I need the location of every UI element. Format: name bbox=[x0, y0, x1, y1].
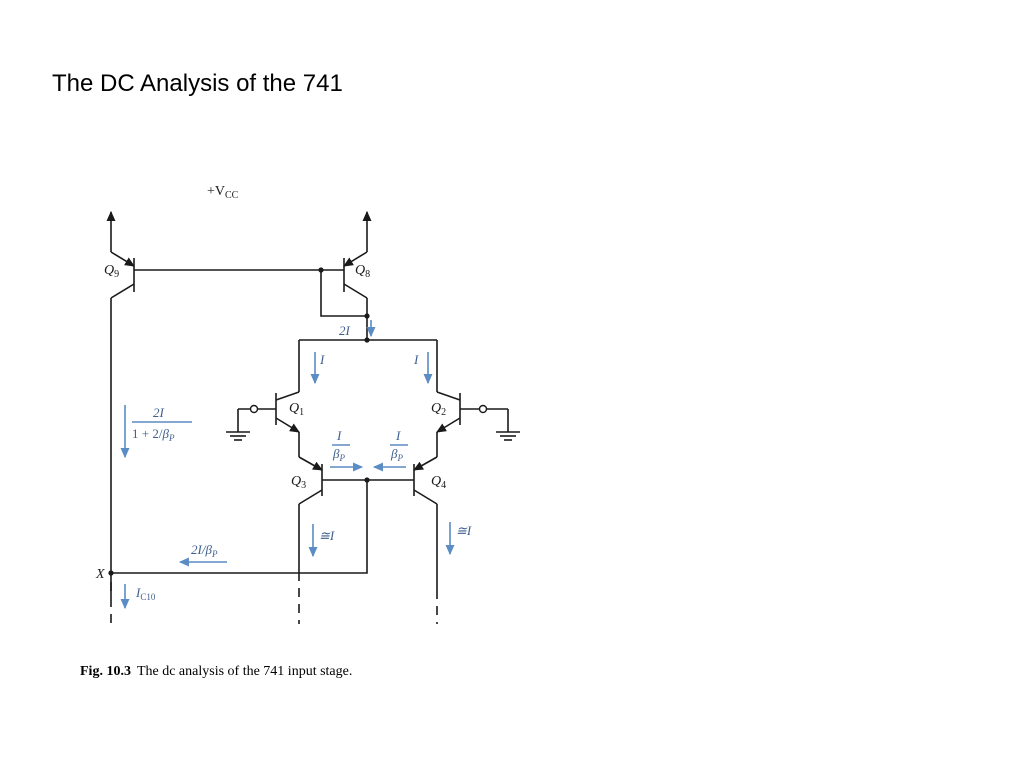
mirror-base-connection bbox=[134, 267, 370, 319]
node-x-label: X bbox=[95, 567, 105, 582]
figure-caption-text: The dc analysis of the 741 input stage. bbox=[136, 664, 353, 679]
q4-label: Q4 bbox=[431, 474, 446, 491]
current-i-left-label: I bbox=[319, 352, 325, 367]
top-bus bbox=[298, 337, 438, 392]
base-current-left-denominator: βP bbox=[332, 446, 345, 463]
vcc-label: +VCC bbox=[207, 184, 239, 201]
figure-number: Fig. 10.3 bbox=[80, 664, 131, 679]
current-q3-label: ≅I bbox=[319, 528, 335, 543]
q8-label: Q8 bbox=[355, 263, 370, 280]
current-arrows bbox=[120, 320, 455, 610]
fraction-bars bbox=[132, 421, 408, 446]
current-q9-numerator: 2I bbox=[153, 405, 165, 420]
dashed-continuations bbox=[110, 572, 438, 624]
current-x-label: 2I/βP bbox=[191, 542, 218, 559]
q2-label: Q2 bbox=[431, 401, 446, 418]
q3-label: Q3 bbox=[291, 474, 306, 491]
base-current-left-numerator: I bbox=[336, 428, 342, 443]
figure-caption: Fig. 10.3 The dc analysis of the 741 inpu… bbox=[80, 664, 352, 680]
current-ic10-label: IC10 bbox=[135, 585, 156, 602]
current-2i-label: 2I bbox=[339, 323, 351, 338]
slide-title: The DC Analysis of the 741 bbox=[52, 70, 343, 97]
transistor-q2 bbox=[436, 391, 520, 457]
transistor-q1 bbox=[226, 391, 300, 457]
current-q4-label: ≅I bbox=[456, 523, 472, 538]
transistor-q9 bbox=[110, 251, 135, 598]
current-i-right-label: I bbox=[413, 352, 419, 367]
base-current-right-denominator: βP bbox=[390, 446, 403, 463]
q9-label: Q9 bbox=[104, 263, 119, 280]
q1-label: Q1 bbox=[289, 401, 304, 418]
q3-q4-base-bus bbox=[108, 477, 414, 576]
current-q9-denominator: 1 + 2/βP bbox=[132, 426, 175, 443]
transistor-q3 bbox=[298, 456, 323, 572]
base-current-right-numerator: I bbox=[395, 428, 401, 443]
